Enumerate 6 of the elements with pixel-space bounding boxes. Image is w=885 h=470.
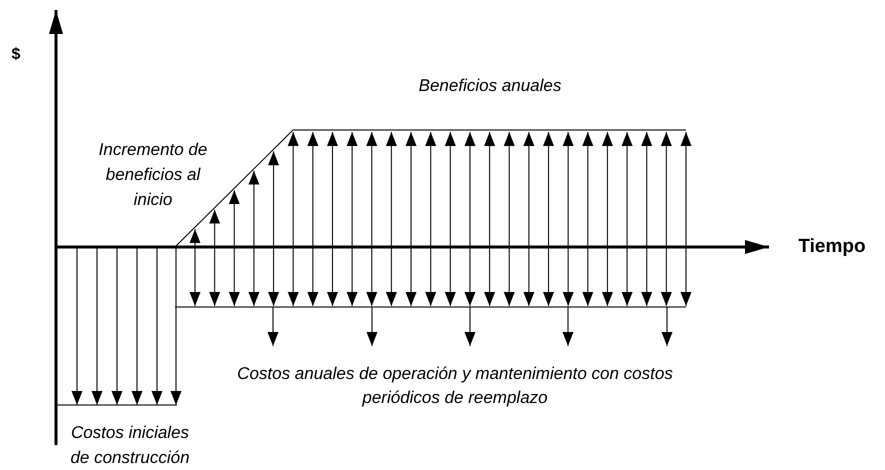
annotation-text: Beneficios anuales bbox=[418, 75, 562, 97]
axis-label: $ bbox=[10, 45, 22, 65]
annotation-text: Costos iniciales de construcción bbox=[69, 422, 191, 469]
annotation-text: Incremento de beneficios al inicio bbox=[98, 139, 208, 211]
annotation-text: Costos anuales de operación y mantenimiento con costos periódicos de reemplazo bbox=[236, 363, 674, 409]
axis-label: Tiempo bbox=[797, 235, 867, 259]
